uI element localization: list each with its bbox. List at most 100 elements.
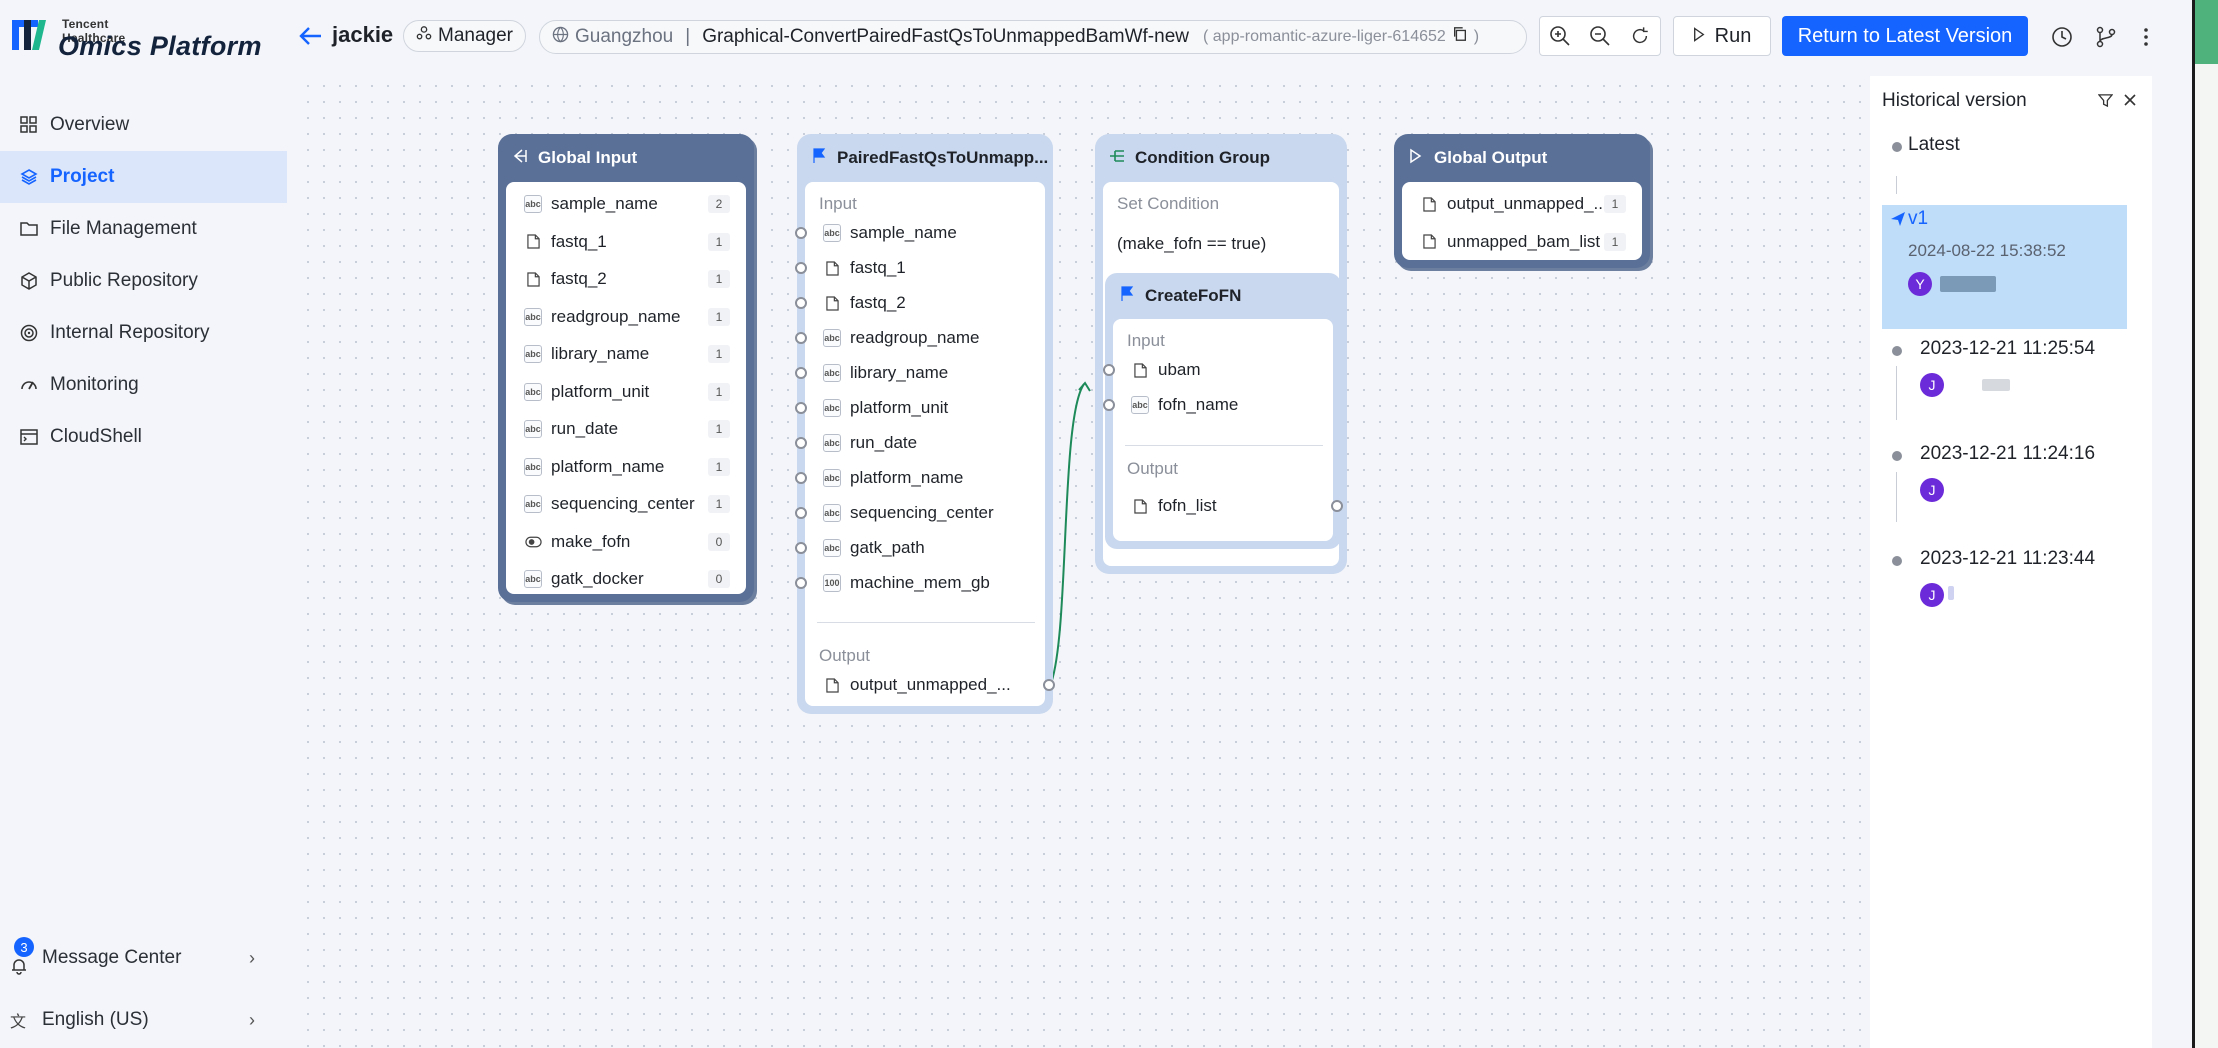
input-port[interactable] (1103, 399, 1115, 411)
sidebar-item-internal-repository[interactable]: Internal Repository (0, 307, 287, 359)
port-row[interactable]: fastq_1 (823, 257, 1031, 279)
input-port[interactable] (795, 542, 807, 554)
history-entry[interactable]: 2023-12-21 11:24:16 (1920, 443, 2096, 464)
input-port[interactable] (795, 367, 807, 379)
port-row[interactable]: fastq_2 (823, 292, 1031, 314)
zoom-out-icon[interactable] (1585, 21, 1615, 51)
language-selector[interactable]: 文 English (US) › (0, 994, 287, 1046)
run-button[interactable]: Run (1673, 16, 1771, 56)
project-name[interactable]: jackie (332, 22, 394, 47)
history-entry-latest[interactable]: Latest (1908, 134, 1960, 155)
input-port[interactable] (795, 297, 807, 309)
back-arrow-icon[interactable] (297, 22, 325, 50)
port-name: machine_mem_gb (850, 573, 990, 592)
zoom-in-icon[interactable] (1545, 21, 1575, 51)
chevron-right-icon: › (249, 1009, 255, 1030)
app-id-close: ) (1473, 28, 1480, 45)
copy-icon[interactable] (1452, 26, 1468, 48)
input-port[interactable] (1103, 364, 1115, 376)
user-role-icon (416, 25, 432, 47)
omics-logo-icon (12, 20, 46, 50)
file-icon (1420, 194, 1438, 214)
message-center[interactable]: 3 Message Center › (0, 932, 287, 984)
history-clock-icon[interactable] (2045, 20, 2079, 54)
history-entry[interactable]: 2023-12-21 11:23:44 (1920, 548, 2096, 569)
input-port[interactable] (795, 332, 807, 344)
condition-expression[interactable]: (make_fofn == true) (1117, 234, 1267, 253)
input-port[interactable] (795, 437, 807, 449)
input-port[interactable] (795, 577, 807, 589)
port-row[interactable]: fofn_list (1131, 495, 1319, 517)
output-port[interactable] (1043, 679, 1055, 691)
output-port[interactable] (1331, 500, 1343, 512)
string-type-icon: abc (524, 345, 542, 363)
input-port[interactable] (795, 507, 807, 519)
close-icon[interactable] (2122, 92, 2138, 113)
sidebar-item-project[interactable]: Project (0, 151, 287, 203)
file-icon (1131, 496, 1149, 516)
input-port[interactable] (795, 402, 807, 414)
string-type-icon: abc (823, 504, 841, 522)
sidebar-item-file-management[interactable]: File Management (0, 203, 287, 255)
filter-icon[interactable] (2097, 93, 2114, 113)
brand-logo[interactable]: Tencent Healthcare Omics Platform (10, 14, 261, 61)
redacted-username (1982, 379, 2010, 391)
history-entry[interactable]: 2023-12-21 11:25:54 (1920, 338, 2096, 359)
port-name: fastq_2 (850, 293, 906, 312)
port-row[interactable]: output_unmapped_... (823, 674, 1031, 696)
flag-icon (811, 147, 827, 169)
port-row[interactable]: output_unmapped_...1 (1420, 193, 1628, 215)
sidebar-item-monitoring[interactable]: Monitoring (0, 359, 287, 411)
background-window-edge (2192, 0, 2218, 1048)
sidebar-item-cloudshell[interactable]: CloudShell (0, 411, 287, 463)
string-type-icon: abc (524, 457, 542, 476)
refresh-icon[interactable] (1625, 21, 1655, 51)
return-to-latest-version-button[interactable]: Return to Latest Version (1782, 16, 2028, 56)
output-arrow-icon (1408, 148, 1424, 169)
input-port[interactable] (795, 262, 807, 274)
input-port[interactable] (795, 227, 807, 239)
file-icon (524, 269, 542, 289)
sidebar-item-overview[interactable]: Overview (0, 99, 287, 151)
historical-version-panel: Historical version Latest v1 2024-08-22 … (1870, 76, 2152, 1048)
condition-group-node[interactable]: Condition Group Set Condition (make_fofn… (1095, 134, 1347, 574)
input-port[interactable] (795, 472, 807, 484)
more-vertical-icon[interactable] (2129, 20, 2163, 54)
history-entry-v1[interactable]: v1 (1908, 208, 1929, 229)
global-input-title: Global Input (538, 148, 638, 167)
branch-icon[interactable] (2089, 20, 2123, 54)
workflow-name: Graphical-ConvertPairedFastQsToUnmappedB… (702, 26, 1189, 47)
global-output-header: Global Output (1394, 134, 1650, 182)
condition-branch-icon (1109, 148, 1125, 169)
port-row[interactable]: ubam (1131, 359, 1319, 381)
sidebar-item-public-repository[interactable]: Public Repository (0, 255, 287, 307)
layers-icon (20, 168, 38, 186)
